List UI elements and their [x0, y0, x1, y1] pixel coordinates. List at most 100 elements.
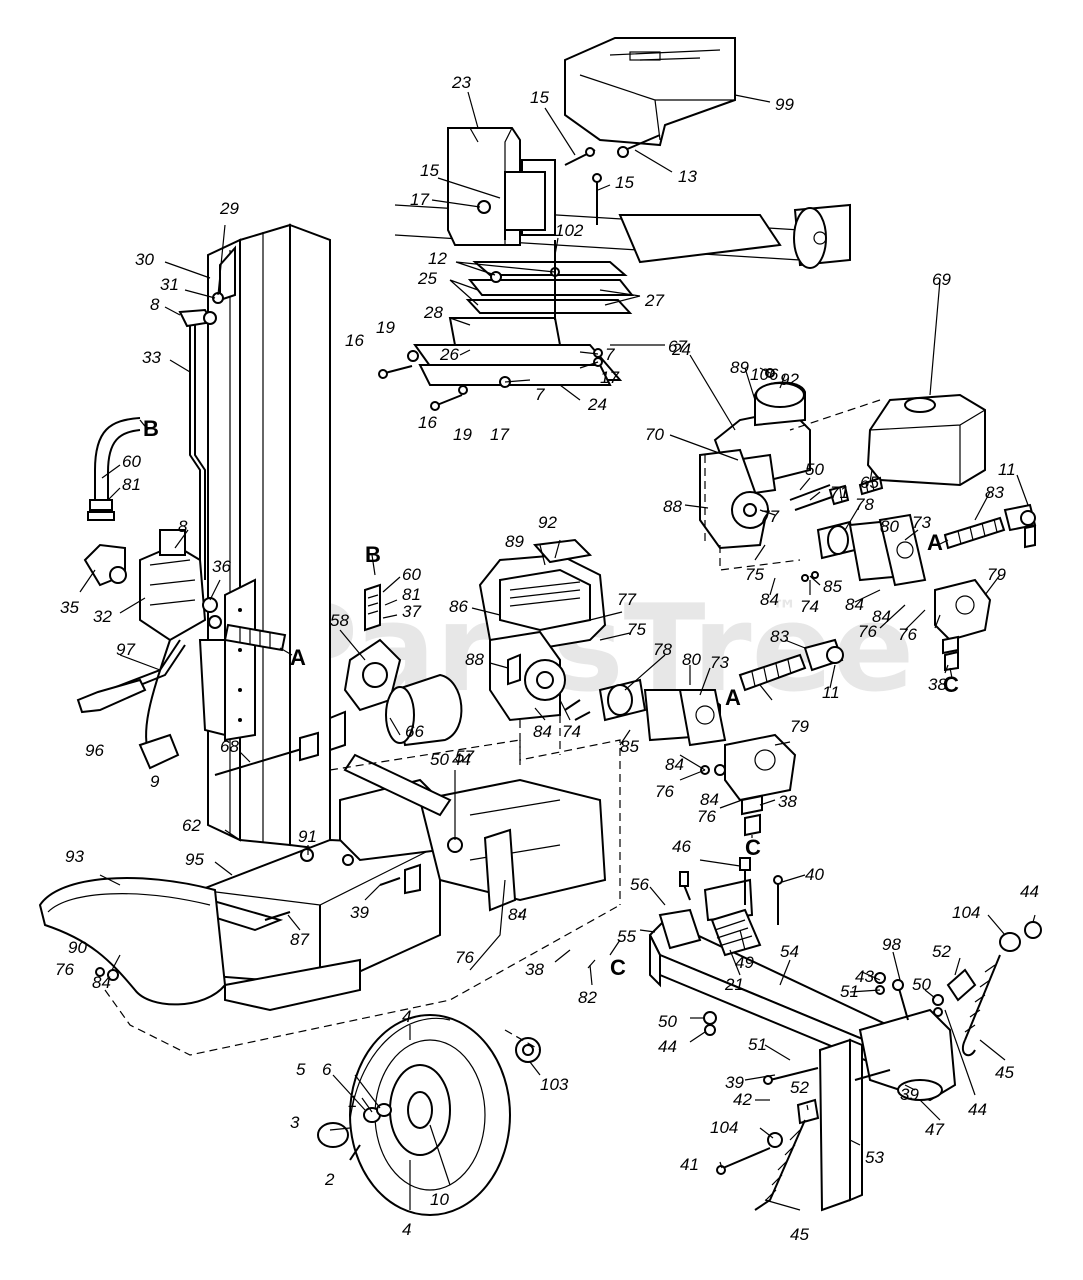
connector-label: A [725, 685, 741, 710]
filter-assembly [343, 583, 463, 747]
part-number-label: 66 [405, 722, 424, 741]
engine-center [478, 538, 797, 837]
part-number-label: 71 [830, 483, 849, 502]
part-number-label: 89 [505, 532, 524, 551]
part-number-label: 17 [490, 425, 509, 444]
part-number-label: 95 [185, 850, 204, 869]
part-number-label: 88 [465, 650, 484, 669]
ram-cylinder [394, 203, 851, 269]
part-number-label: 38 [928, 675, 947, 694]
part-number-label: 38 [525, 960, 544, 979]
part-number-label: 1 [348, 1092, 357, 1111]
part-number-label: 12 [428, 249, 447, 268]
part-number-label: 41 [680, 1155, 699, 1174]
base-frame [174, 753, 607, 1012]
part-number-label: 56 [630, 875, 649, 894]
part-number-label: 5 [296, 1060, 306, 1079]
part-number-label: 37 [402, 602, 421, 621]
part-number-label: 73 [912, 513, 931, 532]
part-number-label: 92 [780, 370, 799, 389]
part-number-label: 28 [423, 303, 443, 322]
part-number-label: 15 [530, 88, 549, 107]
connector-label: B [365, 542, 381, 567]
part-number-label: 29 [219, 199, 239, 218]
part-number-label: 74 [800, 597, 819, 616]
part-number-label: 87 [290, 930, 309, 949]
part-number-label: 73 [710, 653, 729, 672]
part-number-label: 76 [55, 960, 74, 979]
hose-a-center [738, 638, 844, 692]
part-number-label: 58 [330, 611, 349, 630]
part-number-label: 21 [724, 975, 744, 994]
part-number-label: 9 [150, 772, 160, 791]
part-number-label: 80 [880, 517, 899, 536]
part-number-label: 44 [658, 1037, 677, 1056]
part-number-label: 84 [508, 905, 527, 924]
part-number-label: 60 [122, 452, 141, 471]
part-number-label: 4 [402, 1220, 411, 1239]
part-number-label: 36 [212, 557, 231, 576]
part-number-label: 39 [725, 1073, 744, 1092]
part-number-label: 52 [932, 942, 951, 961]
part-number-label: 99 [775, 95, 794, 114]
part-number-label: 82 [578, 988, 597, 1007]
part-number-label: 84 [845, 595, 864, 614]
frame-outline-dashed [104, 739, 621, 1056]
part-number-label: 11 [822, 683, 840, 702]
part-number-label: 76 [898, 625, 917, 644]
connector-label: C [745, 835, 761, 860]
return-hose-b [87, 417, 141, 521]
part-number-label: 15 [615, 173, 634, 192]
part-number-label: 25 [417, 269, 437, 288]
part-number-label: 39 [350, 903, 369, 922]
connector-label: A [927, 530, 943, 555]
part-number-label: 68 [220, 737, 239, 756]
part-number-label: 35 [60, 598, 79, 617]
part-number-label: 103 [540, 1075, 569, 1094]
part-number-label: 43 [855, 967, 874, 986]
part-number-label: 10 [430, 1190, 449, 1209]
part-number-label: 74 [562, 722, 581, 741]
part-number-label: 67 [668, 337, 687, 356]
part-number-label: 79 [987, 565, 1006, 584]
part-number-label: 90 [68, 938, 87, 957]
part-number-label: 30 [135, 250, 154, 269]
part-number-label: 96 [85, 741, 104, 760]
part-number-label: 50 [658, 1012, 677, 1031]
part-number-label: 84 [665, 755, 684, 774]
part-number-label: 85 [823, 577, 842, 596]
part-number-label: 16 [418, 413, 437, 432]
part-number-label: 24 [587, 395, 607, 414]
part-number-label: 84 [92, 973, 111, 992]
hose-a-right [943, 503, 1037, 550]
part-number-label: 44 [1020, 882, 1039, 901]
part-number-label: 42 [733, 1090, 752, 1109]
part-number-label: 50 [430, 750, 449, 769]
part-number-label: 39 [900, 1085, 919, 1104]
part-number-label: 104 [710, 1118, 738, 1137]
part-number-label: 91 [298, 827, 317, 846]
part-number-label: 78 [855, 495, 874, 514]
connector-label: C [610, 955, 626, 980]
connector-label: A [290, 645, 306, 670]
connector-label: C [943, 672, 959, 697]
part-number-label: 84 [760, 590, 779, 609]
part-number-label: 13 [678, 167, 697, 186]
part-number-label: 46 [672, 837, 691, 856]
part-number-label: 83 [985, 483, 1004, 502]
part-number-label: 3 [290, 1113, 300, 1132]
part-number-label: 23 [451, 73, 471, 92]
leader-lines [79, 91, 1036, 1211]
vertical-beam [198, 223, 331, 852]
part-number-label: 45 [790, 1225, 809, 1244]
part-number-label: 17 [410, 190, 429, 209]
part-number-label: 76 [858, 622, 877, 641]
part-number-label: 92 [538, 513, 557, 532]
part-number-label: 84 [533, 722, 552, 741]
wheel-assembly [317, 1014, 541, 1216]
part-number-label: 77 [617, 590, 636, 609]
part-number-label: 54 [780, 942, 799, 961]
connector-letters: B B A A A C C C [143, 416, 959, 980]
wedge-plates [413, 261, 635, 386]
part-number-label: 24 [671, 340, 691, 359]
